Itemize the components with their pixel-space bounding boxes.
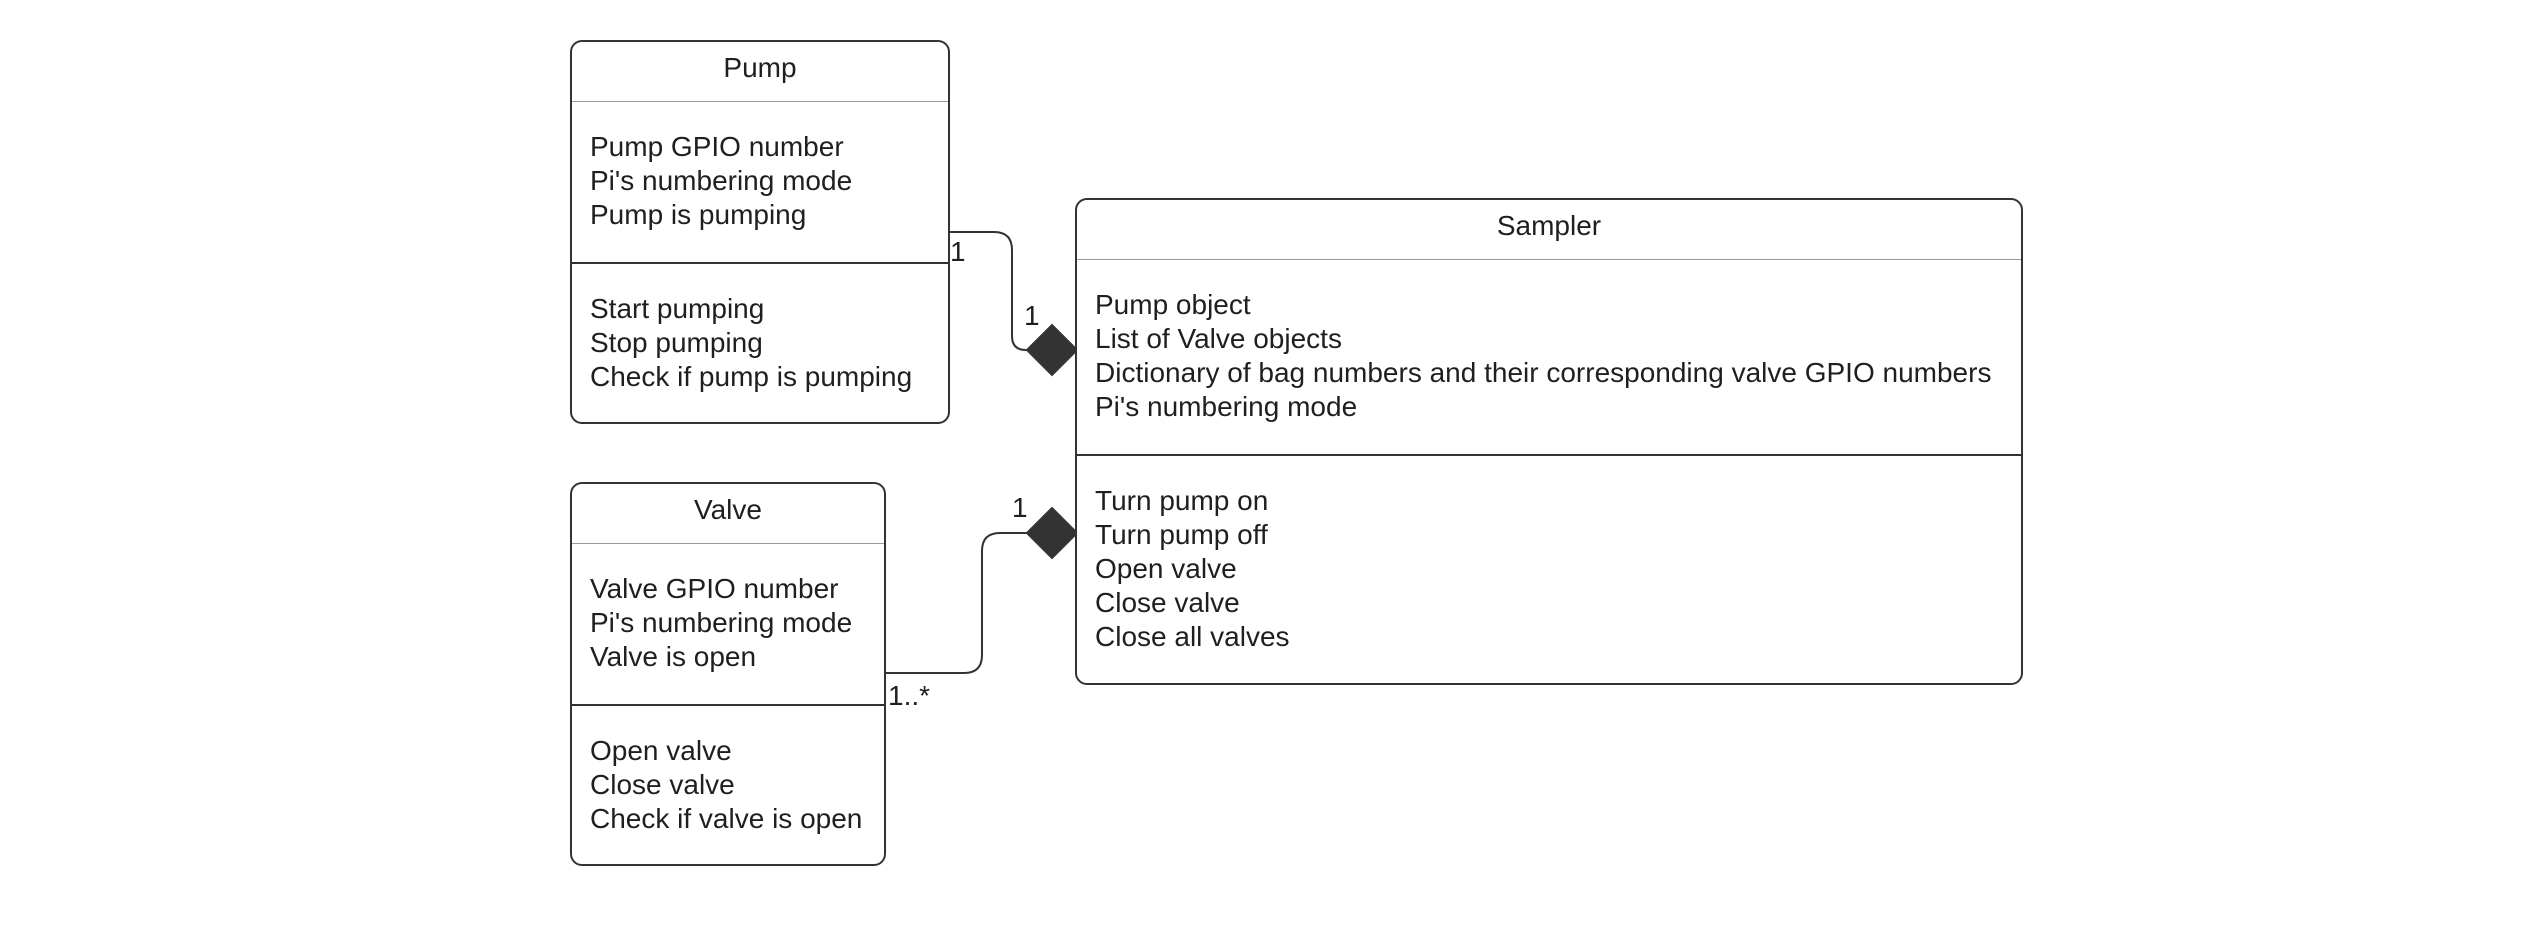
pump-attributes: Pump GPIO number Pi's numbering mode Pum…: [572, 102, 948, 264]
pump-class[interactable]: Pump Pump GPIO number Pi's numbering mod…: [570, 40, 950, 424]
valve-attributes: Valve GPIO number Pi's numbering mode Va…: [572, 544, 884, 706]
pump-method: Start pumping: [590, 293, 765, 324]
valve-method: Open valve: [590, 735, 732, 766]
pump-method: Stop pumping: [590, 327, 763, 358]
valve-attribute: Valve GPIO number: [590, 573, 839, 604]
sampler-class-name: Sampler: [1077, 200, 2021, 260]
sampler-attribute: List of Valve objects: [1095, 323, 1342, 354]
pump-method: Check if pump is pumping: [590, 361, 913, 392]
pump-sampler-connector: [949, 231, 1028, 351]
sampler-method: Turn pump on: [1095, 485, 1269, 516]
valve-class[interactable]: Valve Valve GPIO number Pi's numbering m…: [570, 482, 886, 866]
valve-method: Close valve: [590, 769, 735, 800]
valve-attribute: Valve is open: [590, 641, 757, 672]
pump-attribute: Pi's numbering mode: [590, 165, 853, 196]
pump-sampler-composition-diamond: [1025, 323, 1079, 377]
valve-method: Check if valve is open: [590, 803, 863, 834]
sampler-attribute: Pump object: [1095, 289, 1251, 320]
sampler-pump-side-multiplicity: 1: [1024, 300, 1040, 331]
valve-methods: Open valve Close valve Check if valve is…: [572, 706, 884, 836]
sampler-method: Close all valves: [1095, 621, 1290, 652]
pump-attribute: Pump GPIO number: [590, 131, 844, 162]
pump-methods: Start pumping Stop pumping Check if pump…: [572, 264, 948, 394]
pump-attribute: Pump is pumping: [590, 199, 807, 230]
pump-side-multiplicity: 1: [950, 236, 966, 267]
sampler-attributes: Pump object List of Valve objects Dictio…: [1077, 260, 2021, 456]
sampler-method: Turn pump off: [1095, 519, 1268, 550]
sampler-attribute: Dictionary of bag numbers and their corr…: [1095, 357, 1992, 388]
valve-class-name: Valve: [572, 484, 884, 544]
sampler-class[interactable]: Sampler Pump object List of Valve object…: [1075, 198, 2023, 685]
sampler-method: Open valve: [1095, 553, 1237, 584]
sampler-methods: Turn pump on Turn pump off Open valve Cl…: [1077, 456, 2021, 654]
sampler-attribute: Pi's numbering mode: [1095, 391, 1358, 422]
valve-sampler-composition-diamond: [1025, 506, 1079, 560]
valve-side-multiplicity: 1..*: [888, 680, 931, 711]
valve-attribute: Pi's numbering mode: [590, 607, 853, 638]
sampler-method: Close valve: [1095, 587, 1240, 618]
sampler-valve-side-multiplicity: 1: [1012, 492, 1028, 523]
pump-class-name: Pump: [572, 42, 948, 102]
valve-sampler-connector: [885, 532, 1028, 674]
